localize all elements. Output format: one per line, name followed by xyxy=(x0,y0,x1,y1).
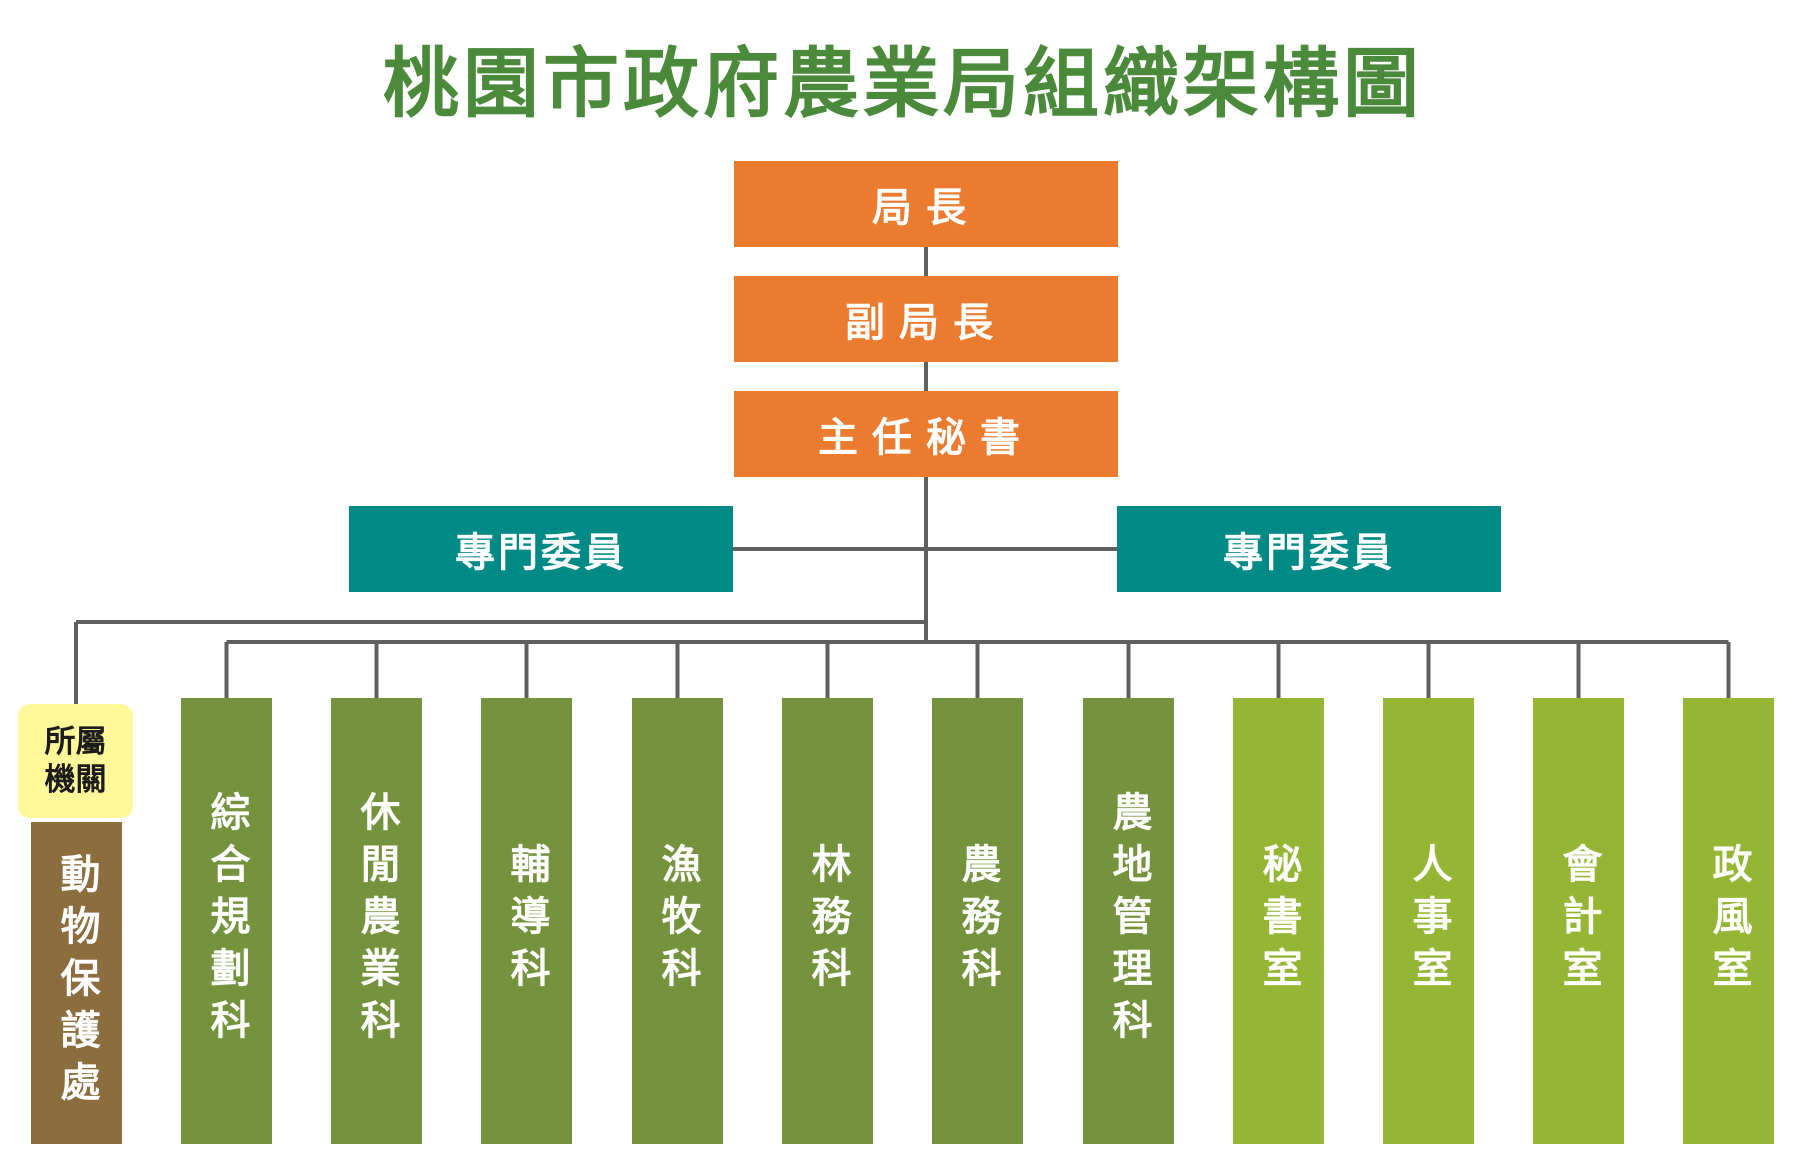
section-label-4: 漁牧科 xyxy=(654,843,701,999)
section-box-5: 林務科 xyxy=(782,698,873,1144)
office-box-1: 秘書室 xyxy=(1233,698,1324,1144)
office-box-2: 人事室 xyxy=(1383,698,1474,1144)
deputy-director-label: 副局長 xyxy=(845,300,1007,346)
office-box-4: 政風室 xyxy=(1683,698,1774,1144)
director-box: 局長 xyxy=(734,161,1118,247)
section-label-7: 農地管理科 xyxy=(1105,791,1152,1051)
section-box-7: 農地管理科 xyxy=(1083,698,1174,1144)
section-box-2: 休閒農業科 xyxy=(331,698,422,1144)
office-label-1: 秘書室 xyxy=(1255,843,1302,999)
deputy-director-box: 副局長 xyxy=(734,276,1118,362)
specialist-right-label: 專門委員 xyxy=(1223,530,1395,576)
connector-lines xyxy=(74,247,1731,704)
page-title: 桃園市政府農業局組織架構圖 xyxy=(383,39,1423,128)
section-box-1: 綜合規劃科 xyxy=(181,698,272,1144)
section-label-6: 農務科 xyxy=(954,843,1001,999)
director-label: 局長 xyxy=(872,185,980,231)
section-box-6: 農務科 xyxy=(932,698,1023,1144)
section-label-3: 輔導科 xyxy=(503,843,550,999)
office-label-3: 會計室 xyxy=(1555,843,1602,999)
specialist-left-box: 專門委員 xyxy=(349,506,733,592)
office-box-3: 會計室 xyxy=(1533,698,1624,1144)
affiliated-agency-tag-label: 所屬機關 xyxy=(44,724,107,798)
office-label-4: 政風室 xyxy=(1705,843,1752,999)
animal-protection-label: 動物保護處 xyxy=(53,853,100,1113)
chief-secretary-box: 主任秘書 xyxy=(734,391,1118,477)
section-label-2: 休閒農業科 xyxy=(353,791,400,1051)
section-label-1: 綜合規劃科 xyxy=(203,791,250,1051)
specialist-right-box: 專門委員 xyxy=(1117,506,1501,592)
section-box-4: 漁牧科 xyxy=(632,698,723,1144)
section-label-5: 林務科 xyxy=(804,843,851,999)
specialist-left-label: 專門委員 xyxy=(455,530,627,576)
chief-secretary-label: 主任秘書 xyxy=(818,415,1034,461)
section-box-3: 輔導科 xyxy=(481,698,572,1144)
affiliated-agency-tag: 所屬機關 xyxy=(18,704,133,818)
animal-protection-office: 動物保護處 xyxy=(31,822,122,1144)
office-label-2: 人事室 xyxy=(1405,843,1452,999)
